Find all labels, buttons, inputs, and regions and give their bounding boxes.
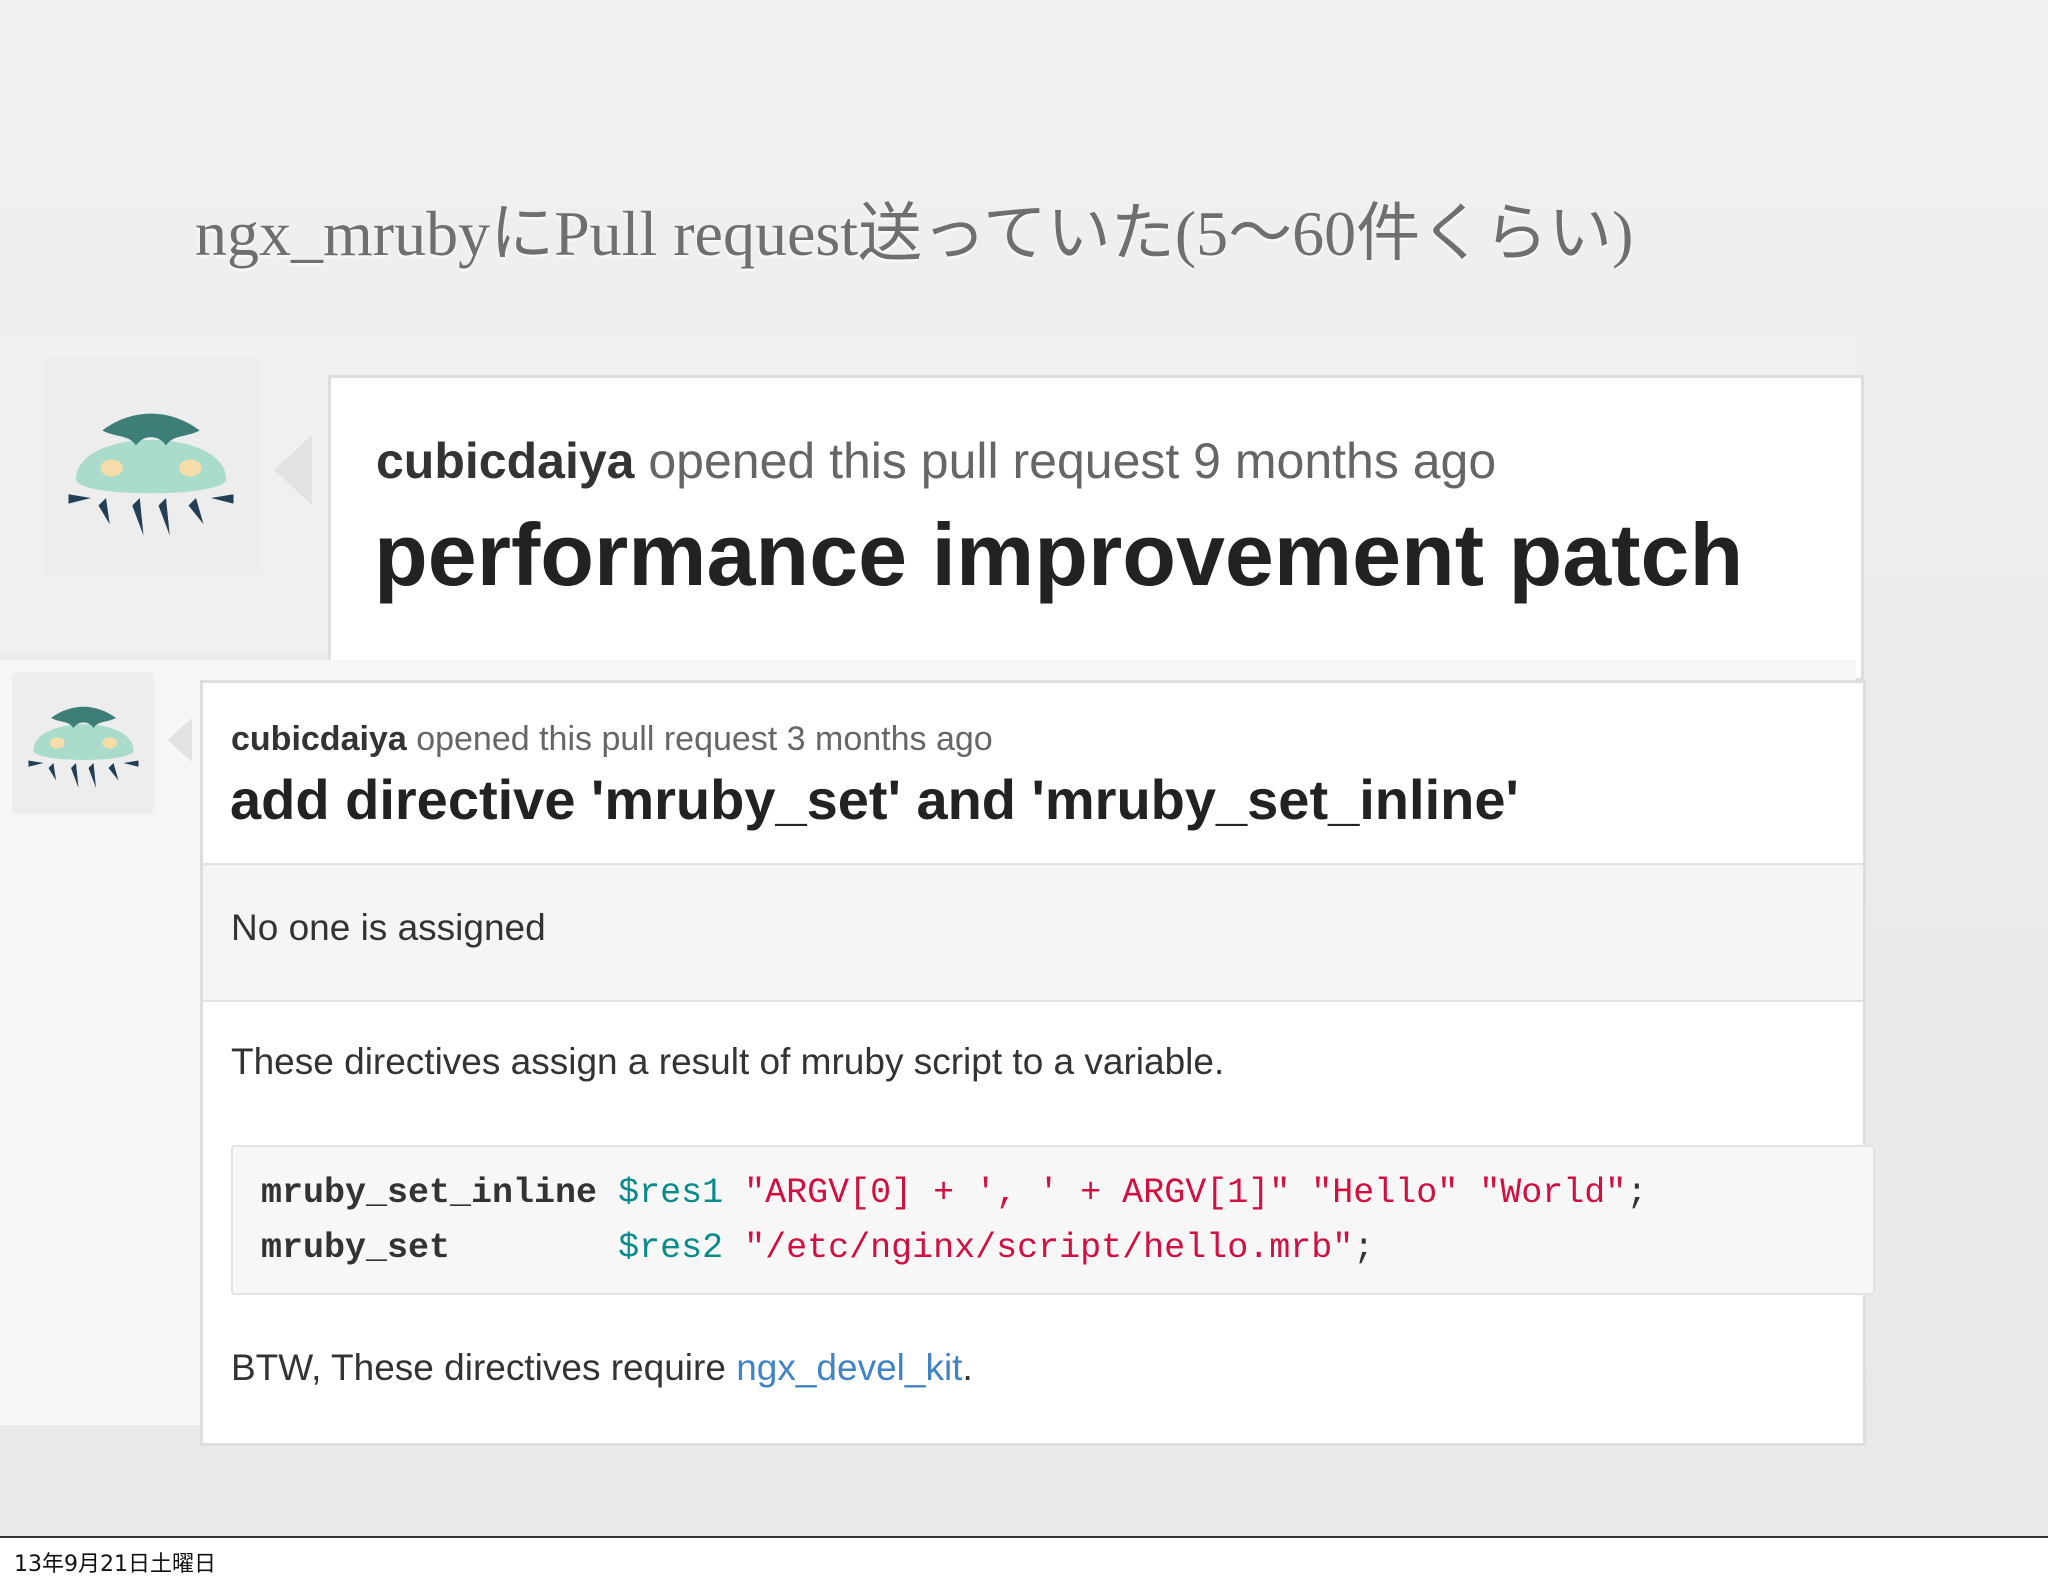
code-directive: mruby_set (261, 1228, 451, 1268)
code-variable: $res1 (618, 1173, 724, 1213)
jellyfish-avatar-icon (68, 413, 233, 535)
code-semicolon: ; (1626, 1173, 1648, 1213)
slide: ngx_mrubyにPull request送っていた(5〜60件くらい) cu… (0, 0, 2048, 1536)
code-semicolon: ; (1353, 1228, 1375, 1268)
screenshot-pr-directives: cubicdaiya opened this pull request 3 mo… (0, 660, 1875, 1446)
jellyfish-avatar-icon (28, 706, 138, 788)
assignee-section: No one is assigned (203, 865, 1863, 1000)
assignee-status[interactable]: No one is assigned (231, 907, 546, 948)
pr-title: performance improvement patch (374, 505, 1744, 604)
slide-title: ngx_mrubyにPull request送っていた(5〜60件くらい) (195, 198, 1634, 269)
code-directive: mruby_set_inline (261, 1173, 598, 1213)
code-string: "World" (1479, 1173, 1627, 1213)
author-link[interactable]: cubicdaiya (231, 720, 407, 758)
ngx-devel-kit-link[interactable]: ngx_devel_kit (736, 1347, 963, 1388)
footer-date: 13年9月21日土曜日 (14, 1552, 216, 1577)
comment-tail (274, 435, 312, 505)
code-string: "Hello" (1311, 1173, 1459, 1213)
divider (203, 863, 1863, 865)
divider (203, 1000, 1863, 1002)
comment-tail (168, 718, 192, 762)
code-pad (450, 1228, 618, 1268)
code-block: mruby_set_inline $res1 "ARGV[0] + ', ' +… (231, 1145, 1875, 1295)
btw-end: . (962, 1347, 973, 1388)
code-pad (597, 1173, 618, 1213)
pr-description: These directives assign a result of mrub… (231, 1041, 1225, 1082)
pr-meta: cubicdaiya opened this pull request 3 mo… (231, 720, 993, 759)
btw-text: BTW, These directives require (231, 1347, 737, 1388)
avatar-cubicdaiya-large[interactable] (42, 359, 259, 576)
pr-header-card: cubicdaiya opened this pull request 9 mo… (328, 375, 1864, 681)
pr-title: add directive 'mruby_set' and 'mruby_set… (230, 768, 1519, 831)
pr-meta: cubicdaiya opened this pull request 9 mo… (376, 432, 1496, 490)
footer-bar: 13年9月21日土曜日 (0, 1536, 2048, 1578)
pr-discussion-card: cubicdaiya opened this pull request 3 mo… (200, 680, 1875, 1446)
pr-opened-text: opened this pull request 9 months ago (648, 433, 1497, 489)
code-line-1: mruby_set_inline $res1 "ARGV[0] + ', ' +… (261, 1173, 1647, 1213)
screenshot-pr-performance: cubicdaiya opened this pull request 9 mo… (0, 335, 1864, 681)
code-variable: $res2 (618, 1228, 724, 1268)
code-line-2: mruby_set $res2 "/etc/nginx/script/hello… (261, 1228, 1374, 1268)
avatar-cubicdaiya-small[interactable] (12, 672, 154, 814)
code-string: "ARGV[0] + ', ' + ARGV[1]" (744, 1173, 1291, 1213)
author-link[interactable]: cubicdaiya (376, 433, 635, 489)
code-string: "/etc/nginx/script/hello.mrb" (744, 1228, 1354, 1268)
btw-note: BTW, These directives require ngx_devel_… (231, 1347, 973, 1389)
pr-opened-text: opened this pull request 3 months ago (416, 720, 993, 758)
